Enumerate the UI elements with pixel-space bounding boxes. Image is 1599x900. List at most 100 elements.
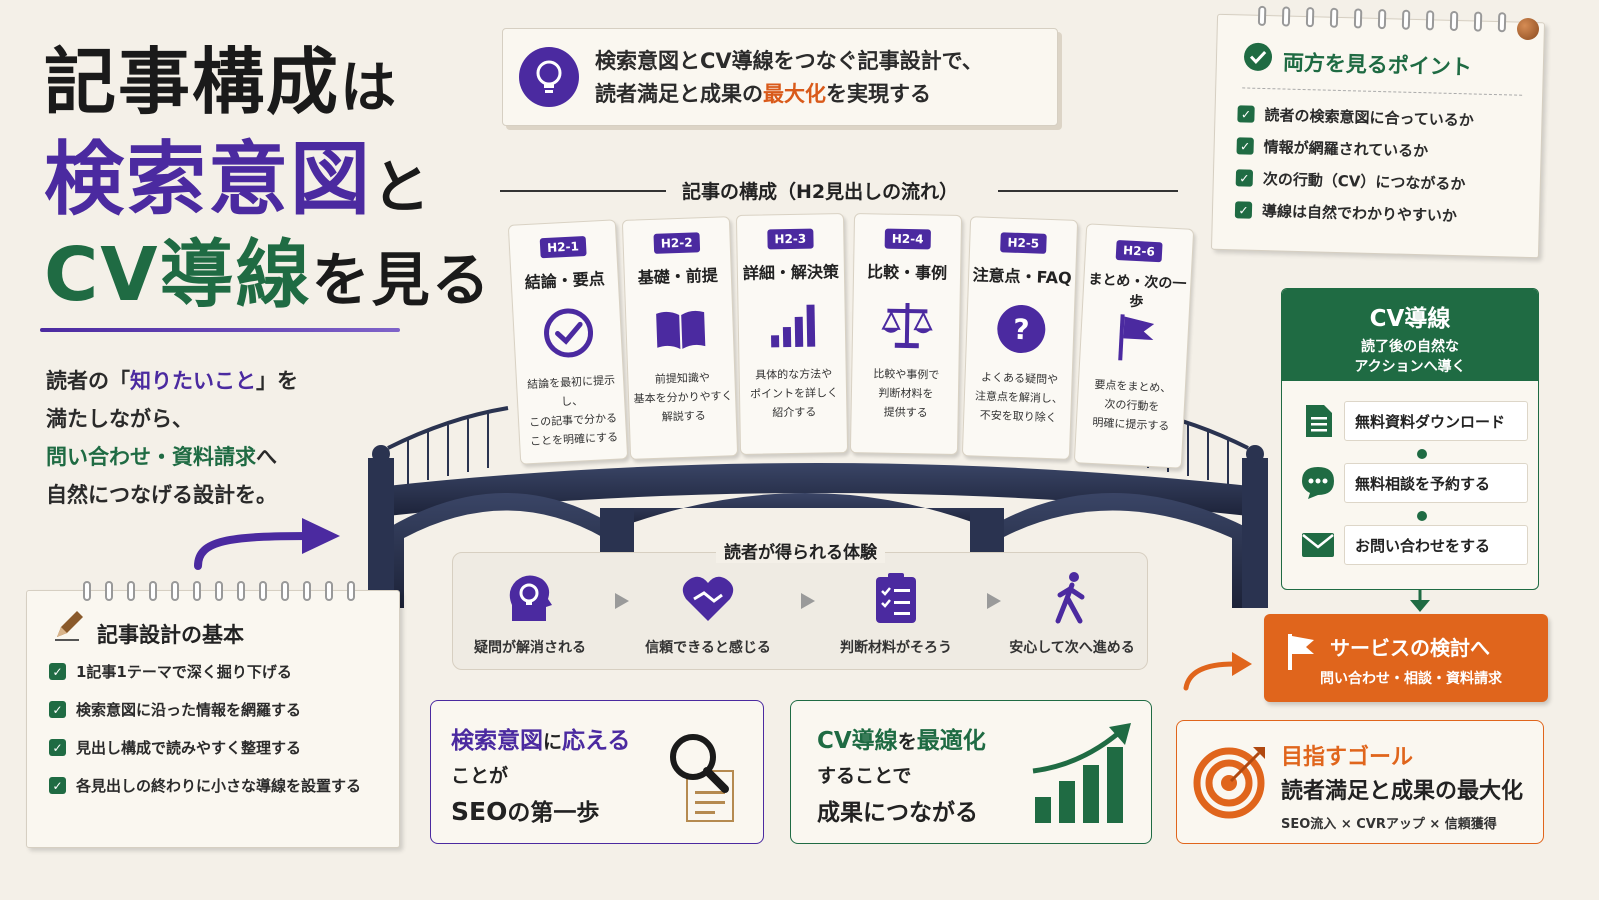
walking-person-icon	[1055, 572, 1085, 624]
checkbox-icon: ✓	[49, 701, 66, 718]
h2-badge: H2-1	[539, 235, 587, 259]
checkbox-icon: ✓	[49, 663, 66, 680]
flag-icon	[1118, 314, 1155, 361]
purple-arrow-icon	[194, 518, 340, 570]
title-article-structure: 記事構成	[44, 40, 341, 124]
experience-item: 安心して次へ進める	[997, 569, 1147, 657]
basics-item: ✓見出し構成で読みやすく整理する	[49, 737, 301, 758]
h2-card-title: 注意点・FAQ	[972, 265, 1072, 288]
design-basics-notebook: 記事設計の基本 ✓1記事1テーマで深く掘り下げる ✓検索意図に沿った情報を網羅す…	[26, 581, 400, 848]
document-icon	[1306, 405, 1332, 437]
growth-chart-icon	[1032, 723, 1131, 823]
checkbox-icon: ✓	[49, 739, 66, 756]
points-title: 両方を見るポイント	[1282, 50, 1473, 80]
cv-option-download[interactable]: 無料資料ダウンロード	[1344, 401, 1528, 441]
service-title: サービスの検討へ	[1330, 636, 1490, 660]
dashed-divider	[1242, 87, 1523, 96]
orange-arrow-icon	[1183, 652, 1252, 691]
h2-card-desc: 要点をまとめ、次の行動を明確に提示する	[1092, 377, 1172, 433]
h2-card-title: 比較・事例	[866, 262, 948, 283]
arrow-right-icon	[615, 593, 629, 609]
basics-item: ✓1記事1テーマで深く掘り下げる	[49, 661, 292, 682]
experience-label: 信頼できると感じる	[645, 640, 771, 656]
h2-card-4: H2-4 比較・事例 比較や事例で判断材料を提供する	[849, 213, 963, 455]
h2-card-6: H2-6 まとめ・次の一歩 要点をまとめ、次の行動を明確に提示する	[1073, 223, 1195, 469]
cv-optimize-box: CV導線を最適化 することで 成果につながる	[790, 700, 1152, 844]
check-circle-icon	[1244, 42, 1273, 71]
pencil-icon	[55, 611, 83, 641]
h2-card-title: 詳細・解決策	[742, 262, 840, 283]
basics-item: ✓各見出しの終わりに小さな導線を設置する	[49, 775, 361, 796]
h2-card-title: 基礎・前提	[637, 265, 719, 288]
experience-panel: 疑問が解消される 信頼できると感じる 判断材料がそろう 安心して次へ進める	[452, 552, 1148, 670]
h2-card-title: まとめ・次の一歩	[1087, 271, 1187, 311]
check-circle-icon	[544, 308, 594, 358]
structure-heading: 記事の構成（H2見出しの流れ）	[682, 181, 959, 203]
service-consideration-button[interactable]: サービスの検討へ 問い合わせ・相談・資料請求	[1264, 614, 1548, 702]
title-line-1: 記事構成は	[44, 46, 398, 118]
cv-header: CV導線 読了後の自然な アクションへ導く	[1282, 289, 1538, 381]
h2-card-5: H2-5 注意点・FAQ ? よくある疑問や注意点を解消し、不安を取り除く	[961, 216, 1079, 460]
points-item: ✓情報が網羅されているか	[1236, 135, 1428, 161]
pushpin-icon	[1517, 18, 1539, 40]
head-bulb-icon	[509, 575, 552, 621]
title-underline	[40, 328, 400, 332]
basics-title: 記事設計の基本	[97, 623, 244, 647]
points-item: ✓読者の検索意図に合っているか	[1237, 103, 1474, 130]
scale-icon	[881, 302, 933, 349]
h2-card-desc: よくある疑問や注意点を解消し、不安を取り除く	[974, 370, 1064, 425]
service-subtitle: 問い合わせ・相談・資料請求	[1320, 671, 1502, 687]
title-search-intent: 検索意図	[44, 133, 372, 226]
mail-icon	[1302, 533, 1334, 557]
checkbox-icon: ✓	[1235, 169, 1254, 187]
h2-card-desc: 前提知識や基本を分かりやすく解説する	[633, 370, 733, 424]
cv-option-consult[interactable]: 無料相談を予約する	[1344, 463, 1528, 503]
divider-line	[998, 190, 1178, 192]
experience-item: 判断材料がそろう	[821, 569, 971, 657]
h2-badge: H2-4	[884, 228, 931, 250]
target-icon	[1193, 747, 1265, 819]
h2-card-1: H2-1 結論・要点 結論を最初に提示し、この記事で分かることを明確にする	[507, 219, 629, 465]
flag-icon	[1288, 634, 1314, 670]
checkbox-icon: ✓	[1236, 137, 1254, 155]
top-banner: 検索意図とCV導線をつなぐ記事設計で、 読者満足と成果の最大化を実現する	[502, 28, 1058, 126]
connector-dot	[1417, 511, 1427, 521]
checkbox-icon: ✓	[1237, 105, 1255, 123]
seo-first-step-box: 検索意図に応える ことが SEOの第一歩	[430, 700, 764, 844]
h2-card-2: H2-2 基礎・前提 前提知識や基本を分かりやすく解説する	[621, 216, 739, 460]
question-icon: ?	[997, 305, 1046, 354]
goal-metrics: SEO流入 × CVRアップ × 信頼獲得	[1281, 817, 1497, 832]
h2-card-desc: 具体的な方法やポイントを詳しく紹介する	[749, 367, 839, 420]
goal-text: 読者満足と成果の最大化	[1281, 779, 1524, 804]
goal-title: 目指すゴール	[1281, 745, 1414, 770]
title-line-2: 検索意図と	[44, 140, 432, 220]
points-notebook: 両方を見るポイント ✓読者の検索意図に合っているか ✓情報が網羅されているか ✓…	[1210, 5, 1546, 259]
goal-box: 目指すゴール 読者満足と成果の最大化 SEO流入 × CVRアップ × 信頼獲得	[1176, 720, 1544, 844]
cv-option-contact[interactable]: お問い合わせをする	[1344, 525, 1528, 565]
svg-text:?: ?	[1013, 313, 1030, 347]
bar-chart-icon	[771, 304, 816, 348]
h2-badge: H2-2	[653, 232, 700, 254]
checkbox-icon: ✓	[1234, 201, 1253, 219]
checkbox-icon: ✓	[49, 777, 66, 794]
clipboard-check-icon	[876, 573, 916, 623]
open-book-icon	[656, 310, 706, 349]
experience-heading: 読者が得られる体験	[716, 538, 885, 563]
h2-badge: H2-5	[1000, 232, 1047, 254]
arrow-right-icon	[987, 593, 1001, 609]
divider-line	[500, 190, 666, 192]
h2-card-desc: 結論を最初に提示し、この記事で分かることを明確にする	[526, 373, 619, 449]
magnifier-document-icon	[670, 734, 734, 822]
chat-bubble-icon	[1302, 467, 1334, 499]
basics-item: ✓検索意図に沿った情報を網羅する	[49, 699, 301, 720]
connector-dot	[1417, 449, 1427, 459]
points-item: ✓導線は自然でわかりやすいか	[1234, 199, 1457, 226]
handshake-heart-icon	[682, 576, 734, 621]
h2-badge: H2-6	[1115, 239, 1163, 263]
arrow-down-icon	[1410, 590, 1430, 612]
experience-item: 疑問が解消される	[455, 569, 605, 657]
h2-card-3: H2-3 詳細・解決策 具体的な方法やポイントを詳しく紹介する	[735, 213, 849, 455]
title-cv-path: CV導線	[44, 232, 312, 318]
cv-path-panel: CV導線 読了後の自然な アクションへ導く 無料資料ダウンロード 無料相談を予約…	[1281, 288, 1539, 590]
title-line-3: CV導線を見る	[44, 238, 492, 312]
